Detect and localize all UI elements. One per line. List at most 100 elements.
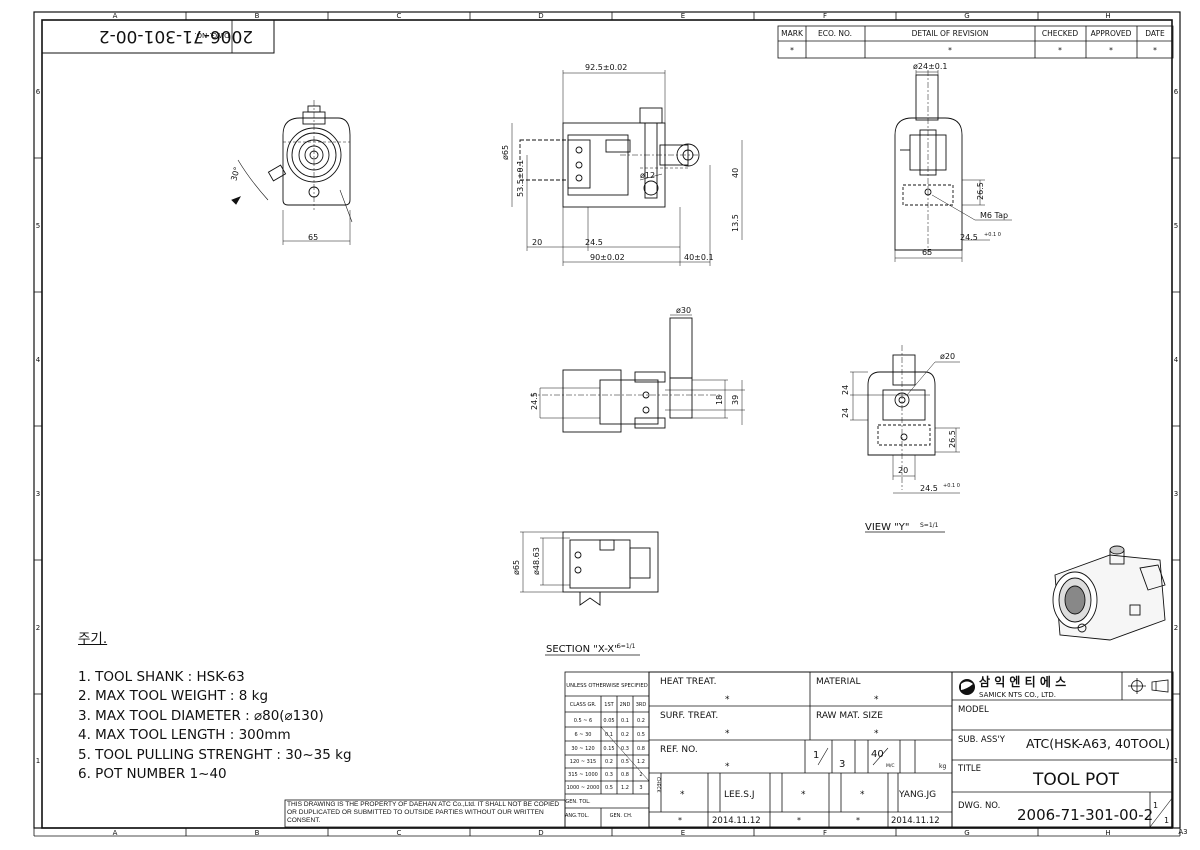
svg-text:M/C: M/C: [886, 763, 895, 769]
svg-text:kg: kg: [939, 763, 946, 770]
svg-text:H: H: [1105, 829, 1110, 837]
svg-text:3: 3: [1174, 490, 1178, 498]
svg-text:2: 2: [36, 624, 40, 632]
svg-text:0.5: 0.5: [637, 732, 645, 738]
svg-text:*: *: [797, 816, 801, 825]
svg-text:0.5 ~ 6: 0.5 ~ 6: [574, 718, 593, 724]
side-view-dims: ø24±0.1 26.5 M6 Tap 24.5 +0.1 0 65: [913, 62, 1008, 257]
svg-text:G: G: [964, 829, 969, 837]
svg-text:A: A: [113, 12, 118, 20]
svg-text:0.3: 0.3: [605, 772, 613, 778]
svg-text:+0.1 0: +0.1 0: [984, 232, 1001, 238]
left-view-dims: 30° 65: [229, 166, 318, 242]
svg-text:2006-71-301-00-2: 2006-71-301-00-2: [1017, 806, 1153, 824]
svg-text:M6 Tap: M6 Tap: [980, 211, 1008, 220]
svg-text:SAMICK NTS CO., LTD.: SAMICK NTS CO., LTD.: [979, 691, 1056, 699]
svg-text:C: C: [397, 12, 402, 20]
left-end-view: [231, 100, 353, 245]
svg-text:65: 65: [922, 248, 932, 257]
svg-text:0.3: 0.3: [621, 746, 629, 752]
svg-text:A3: A3: [1178, 828, 1187, 836]
svg-text:*: *: [1153, 46, 1157, 55]
svg-text:53.5±0.1: 53.5±0.1: [516, 160, 525, 197]
svg-text:2ND: 2ND: [620, 702, 631, 708]
isometric-view: [1052, 545, 1166, 641]
svg-text:65: 65: [308, 233, 318, 242]
title-block-grid: [648, 671, 1174, 828]
svg-text:F: F: [823, 829, 827, 837]
svg-text:GEN. CH.: GEN. CH.: [610, 813, 633, 819]
svg-text:SECTION "X-X": SECTION "X-X": [546, 644, 619, 655]
svg-text:1.2: 1.2: [621, 785, 629, 791]
note-item: 5. TOOL PULLING STRENGHT : 30~35 kg: [78, 746, 352, 763]
legal-notice: THIS DRAWING IS THE PROPERTY OF DAEHAN A…: [287, 801, 560, 825]
svg-text:2014.11.12: 2014.11.12: [891, 816, 940, 826]
svg-text:1.2: 1.2: [637, 759, 645, 765]
svg-text:*: *: [680, 790, 685, 800]
svg-text:20: 20: [532, 238, 542, 247]
svg-text:ø12: ø12: [640, 171, 655, 180]
note-item: 3. MAX TOOL DIAMETER : ⌀80(⌀130): [78, 707, 324, 724]
note-item: 1. TOOL SHANK : HSK-63: [78, 668, 245, 685]
svg-text:92.5±0.02: 92.5±0.02: [585, 63, 627, 72]
svg-text:0.15: 0.15: [603, 746, 614, 752]
svg-text:0.2: 0.2: [621, 732, 629, 738]
svg-text:ATC(HSK-A63, 40TOOL): ATC(HSK-A63, 40TOOL): [1026, 736, 1170, 751]
svg-text:24.5: 24.5: [960, 233, 978, 242]
svg-text:*: *: [856, 816, 860, 825]
svg-text:2: 2: [1174, 624, 1178, 632]
note-item: 4. MAX TOOL LENGTH : 300mm: [78, 727, 291, 743]
section-dims: ø65 ø48.63 SECTION "X-X" S=1/1: [512, 547, 636, 655]
svg-text:E: E: [681, 829, 685, 837]
svg-text:F: F: [823, 12, 827, 20]
signature-role-labels: CHECK: [655, 777, 661, 794]
svg-text:2: 2: [639, 772, 642, 778]
svg-text:ø65: ø65: [501, 145, 510, 160]
svg-text:YANG.JG: YANG.JG: [898, 790, 936, 800]
svg-text:*: *: [790, 46, 794, 55]
svg-text:5: 5: [36, 222, 40, 230]
front-view-dims: 92.5±0.02 ø65 53.5±0.1 ø12 40 13.5 20 24…: [501, 63, 740, 262]
svg-text:*: *: [1109, 46, 1113, 55]
notes: 주기. 1. TOOL SHANK : HSK-63 2. MAX TOOL W…: [78, 630, 352, 785]
svg-text:26.5: 26.5: [976, 182, 985, 200]
svg-text:A: A: [113, 829, 118, 837]
svg-text:6: 6: [1174, 88, 1179, 96]
svg-text:0.1: 0.1: [605, 732, 613, 738]
svg-text:40: 40: [871, 749, 884, 760]
svg-text:ø30: ø30: [676, 306, 691, 315]
svg-text:TITLE: TITLE: [957, 764, 981, 774]
svg-text:ANG.TOL.: ANG.TOL.: [565, 813, 589, 819]
svg-text:ø24±0.1: ø24±0.1: [913, 62, 948, 71]
svg-text:1: 1: [36, 757, 40, 765]
svg-text:120 ~ 315: 120 ~ 315: [570, 759, 596, 765]
svg-text:90±0.02: 90±0.02: [590, 253, 625, 262]
svg-text:3: 3: [36, 490, 40, 498]
svg-text:1000 ~ 2000: 1000 ~ 2000: [567, 785, 600, 791]
svg-text:ECO. NO.: ECO. NO.: [818, 29, 852, 38]
svg-text:ø65: ø65: [512, 560, 521, 575]
svg-text:26.5: 26.5: [948, 430, 957, 448]
tolerance-text: UNLESS OTHERWISE SPECIFIED CLASS GR. 1ST…: [565, 683, 648, 819]
company-logo: [959, 679, 975, 695]
svg-text:HEAT TREAT.: HEAT TREAT.: [660, 677, 716, 687]
svg-text:*: *: [948, 46, 952, 55]
svg-text:*: *: [874, 695, 879, 705]
svg-text:24.5: 24.5: [585, 238, 603, 247]
tolerance-table: [564, 671, 650, 828]
section-x-x: [520, 531, 659, 656]
notes-heading: 주기.: [78, 631, 108, 647]
zone-labels: A B C D E F G H A B C D E F G H 6 5 4 3 …: [36, 12, 1188, 837]
svg-text:4: 4: [1174, 356, 1179, 364]
svg-text:1: 1: [813, 750, 819, 761]
svg-text:0.1: 0.1: [621, 718, 629, 724]
svg-text:D: D: [538, 829, 543, 837]
svg-text:5: 5: [1174, 222, 1178, 230]
svg-text:315 ~ 1000: 315 ~ 1000: [568, 772, 598, 778]
svg-text:CLASS GR.: CLASS GR.: [570, 702, 597, 708]
svg-text:2014.11.12: 2014.11.12: [712, 816, 761, 826]
svg-text:DWG. NO.: DWG. NO.: [958, 801, 1000, 811]
svg-text:3RD: 3RD: [636, 702, 647, 708]
svg-text:1: 1: [1153, 801, 1158, 810]
